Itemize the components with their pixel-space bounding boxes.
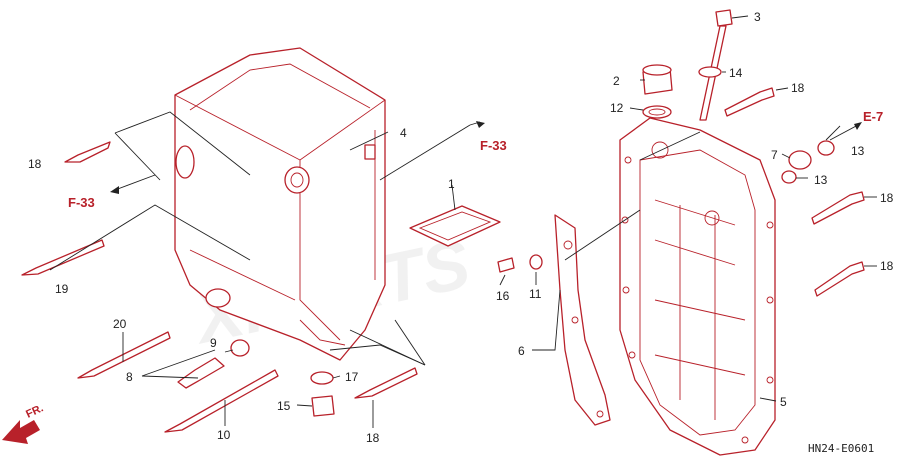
callout-4: 4 xyxy=(400,126,407,140)
callout-18-left: 18 xyxy=(28,157,42,171)
diagram-code: HN24-E0601 xyxy=(808,442,874,455)
callout-7: 7 xyxy=(771,148,778,162)
callout-10: 10 xyxy=(217,428,231,442)
callout-9: 9 xyxy=(210,336,217,350)
callout-11: 11 xyxy=(529,287,542,301)
part-case[interactable] xyxy=(619,117,776,456)
callout-15: 15 xyxy=(277,399,291,413)
part-gasket[interactable] xyxy=(554,214,611,426)
callout-2: 2 xyxy=(613,74,620,88)
part-bolts[interactable] xyxy=(21,66,865,433)
callout-17: 17 xyxy=(345,370,359,384)
ref-f33-upper: F-33 xyxy=(480,138,507,153)
callout-20: 20 xyxy=(113,317,127,331)
callout-16: 16 xyxy=(496,289,510,303)
ref-f33-lower: F-33 xyxy=(68,195,95,210)
callout-19: 19 xyxy=(55,282,69,296)
callout-14: 14 xyxy=(729,66,743,80)
callout-6: 6 xyxy=(518,344,525,358)
callout-3: 3 xyxy=(754,10,761,24)
front-label: FR. xyxy=(24,402,45,420)
callout-8: 8 xyxy=(126,370,133,384)
front-direction-arrow: FR. xyxy=(2,402,45,444)
reference-arrows xyxy=(110,121,862,194)
callout-18-mid: 18 xyxy=(880,191,894,205)
callout-18-bottom: 18 xyxy=(366,431,380,445)
callout-18-top: 18 xyxy=(791,81,805,95)
ref-e7: E-7 xyxy=(863,109,883,124)
part-cover[interactable] xyxy=(174,47,386,361)
callout-12: 12 xyxy=(610,101,624,115)
leader-lines xyxy=(49,15,877,428)
part-strainer[interactable] xyxy=(409,205,501,247)
callout-18-right: 18 xyxy=(880,259,894,273)
callout-13-upper: 13 xyxy=(851,144,865,158)
callout-1: 1 xyxy=(448,177,455,191)
part-dipstick[interactable] xyxy=(699,9,733,121)
part-oil-cap[interactable] xyxy=(642,64,673,119)
callout-5: 5 xyxy=(780,395,787,409)
callout-13-lower: 13 xyxy=(814,173,828,187)
